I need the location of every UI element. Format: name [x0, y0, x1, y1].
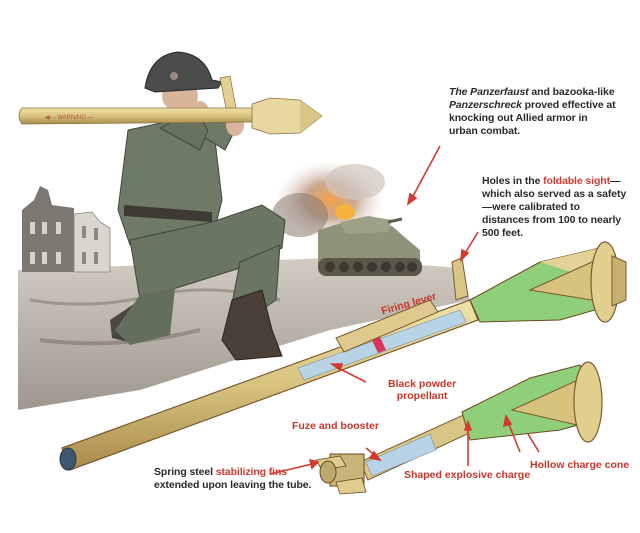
panzerfaust-carried: ◀— WARNING —: [18, 75, 323, 135]
annotation-arrows: [269, 145, 540, 475]
panzerfaust-cutaway-tube: [59, 241, 627, 471]
panzerschreck-term: Panzerschreck: [449, 99, 522, 111]
foldable-sight-term: foldable sight: [543, 175, 610, 187]
warhead-cutaway: [315, 361, 603, 495]
label-shaped-charge: Shaped explosive charge: [404, 469, 531, 481]
label-fuze-booster: Fuze and booster: [292, 420, 379, 432]
panzerfaust-term: The Panzerfaust: [449, 86, 529, 98]
burning-tank: [272, 160, 422, 276]
stabilizing-fins-term: stabilizing fins: [215, 466, 288, 478]
fins-note: Spring steel stabilizing fins extended u…: [154, 466, 312, 491]
sight-note: Holes in the foldable sight—which also s…: [482, 175, 627, 239]
label-hollow-cone: Hollow charge cone: [530, 459, 630, 471]
label-black-powder: Black powder propellant: [388, 378, 457, 402]
svg-text:◀— WARNING —: ◀— WARNING —: [45, 115, 94, 121]
ruined-building: [22, 186, 111, 273]
intro-note: The Panzerfaust and bazooka-like Panzers…: [449, 86, 616, 137]
